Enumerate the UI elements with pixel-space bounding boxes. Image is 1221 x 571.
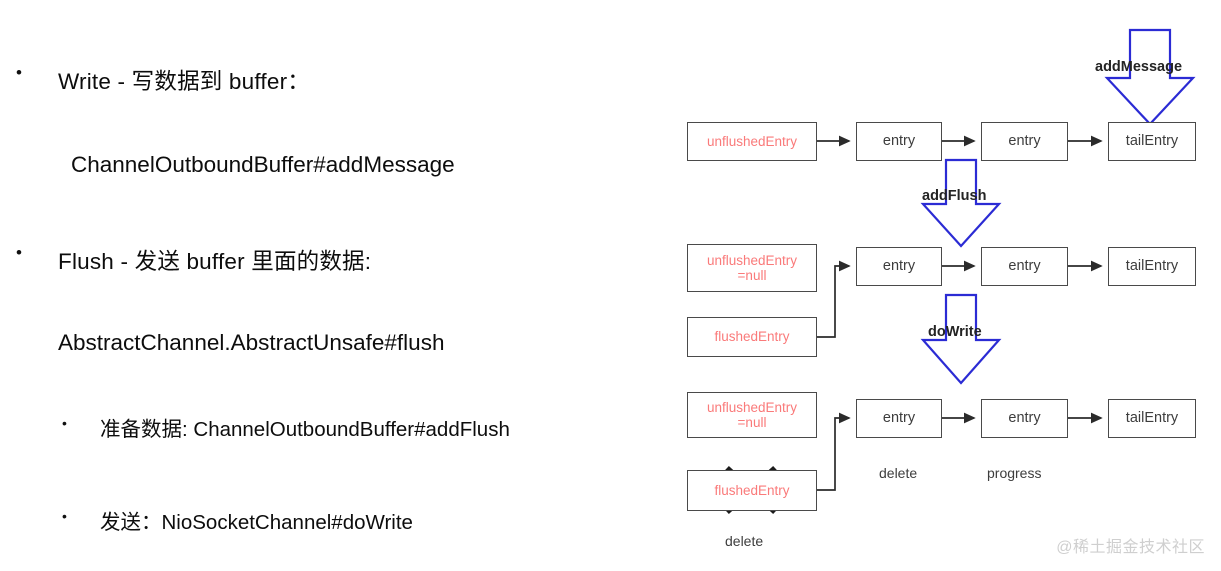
node-r3-unflushed-entry-null[interactable]: unflushedEntry =null <box>687 392 817 438</box>
bullet-prepare-data: • 准备数据: ChannelOutboundBuffer#addFlush <box>62 412 510 442</box>
node-label: flushedEntry <box>714 482 790 498</box>
node-label: tailEntry <box>1125 258 1179 275</box>
node-label: entry <box>882 133 916 150</box>
bullet-write: • Write - 写数据到 buffer： <box>16 64 310 96</box>
node-label: tailEntry <box>1125 410 1179 427</box>
row2-connectors <box>817 260 1103 338</box>
watermark-text: @稀土掘金技术社区 <box>1056 539 1205 556</box>
node-label: flushedEntry <box>714 329 790 345</box>
node-r1-entry-1[interactable]: entry <box>856 122 942 161</box>
node-r1-entry-2[interactable]: entry <box>981 122 1068 161</box>
bullet-marker: • <box>16 243 22 262</box>
row3-connectors <box>817 412 1103 491</box>
code-line-addmessage: ChannelOutboundBuffer#addMessage <box>71 152 455 177</box>
node-label: entry <box>1008 133 1041 150</box>
bullet-flush: • Flush - 发送 buffer 里面的数据: <box>16 244 371 276</box>
linked-list-diagram: unflushedEntry entry entry tailEntry unf… <box>665 0 1221 571</box>
caption-delete-flushed: delete <box>725 533 764 549</box>
caption-delete-entry: delete <box>879 465 918 481</box>
node-r2-entry-1[interactable]: entry <box>856 247 942 286</box>
bullet-marker: • <box>62 508 67 524</box>
node-label: entry <box>882 258 916 275</box>
node-r2-entry-2[interactable]: entry <box>981 247 1068 286</box>
node-label: entry <box>882 410 916 427</box>
code-line-abstractunsafe-flush: AbstractChannel.AbstractUnsafe#flush <box>58 330 445 355</box>
bullet-prepare-data-label: 准备数据: ChannelOutboundBuffer#addFlush <box>100 418 510 441</box>
node-r3-tail-entry[interactable]: tailEntry <box>1108 399 1196 438</box>
bullet-send-label: 发送：NioSocketChannel#doWrite <box>100 511 413 534</box>
node-r2-tail-entry[interactable]: tailEntry <box>1108 247 1196 286</box>
arrow-label-addmessage: addMessage <box>1095 59 1183 75</box>
caption-progress: progress <box>987 465 1042 481</box>
bullet-marker: • <box>16 63 22 82</box>
block-arrow-addflush <box>920 158 1002 248</box>
bullet-marker: • <box>62 415 67 431</box>
node-r3-flushed-entry[interactable]: flushedEntry <box>687 470 817 511</box>
node-label: unflushedEntry =null <box>706 252 798 283</box>
node-r3-entry-1[interactable]: entry <box>856 399 942 438</box>
block-arrow-dowrite <box>920 293 1002 385</box>
node-r2-flushed-entry[interactable]: flushedEntry <box>687 317 817 357</box>
slide-text-pane: • Write - 写数据到 buffer： ChannelOutboundBu… <box>16 64 510 535</box>
node-label: unflushedEntry <box>706 133 798 149</box>
node-label: entry <box>1008 258 1041 275</box>
node-r1-unflushed-entry[interactable]: unflushedEntry <box>687 122 817 161</box>
node-r2-unflushed-entry-null[interactable]: unflushedEntry =null <box>687 244 817 292</box>
block-arrow-addmessage <box>1104 28 1196 126</box>
node-r1-tail-entry[interactable]: tailEntry <box>1108 122 1196 161</box>
node-label: tailEntry <box>1125 133 1179 150</box>
arrow-label-dowrite: doWrite <box>928 324 982 340</box>
bullet-flush-label: Flush - 发送 buffer 里面的数据: <box>58 249 372 274</box>
arrow-label-addflush: addFlush <box>922 188 987 204</box>
bullet-send: • 发送：NioSocketChannel#doWrite <box>62 505 413 535</box>
bullet-write-label: Write - 写数据到 buffer： <box>58 69 310 94</box>
node-label: entry <box>1008 410 1041 427</box>
node-label: unflushedEntry =null <box>706 399 798 430</box>
node-r3-entry-2[interactable]: entry <box>981 399 1068 438</box>
